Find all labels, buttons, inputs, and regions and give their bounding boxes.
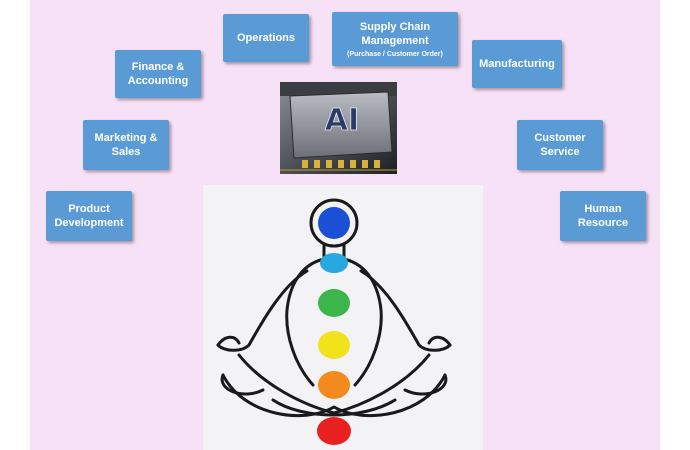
ai-chip-logo-text: AI bbox=[325, 103, 359, 138]
foot-right bbox=[403, 373, 448, 396]
legs-top bbox=[237, 353, 431, 415]
ai-chip-image: AI bbox=[280, 82, 397, 174]
product-development-box: Product Development bbox=[46, 191, 132, 241]
hand-left bbox=[216, 335, 241, 347]
marketing-box: Marketing & Sales bbox=[83, 120, 169, 170]
torso-left bbox=[285, 257, 326, 387]
chakra-circle bbox=[318, 289, 350, 317]
lap-line bbox=[271, 398, 397, 417]
legs-bottom bbox=[221, 373, 447, 418]
chakra-circle bbox=[317, 417, 351, 445]
arm-left bbox=[216, 269, 309, 352]
manufacturing-label: Manufacturing bbox=[479, 58, 555, 70]
supply-chain-sublabel: (Purchase / Customer Order) bbox=[347, 50, 443, 58]
torso-right bbox=[342, 257, 383, 387]
chakra-group bbox=[317, 207, 351, 445]
meditation-figure bbox=[216, 198, 452, 445]
finance-label: Finance & Accounting bbox=[127, 61, 189, 87]
manufacturing-box: Manufacturing bbox=[472, 40, 562, 88]
human-resource-box: Human Resource bbox=[560, 191, 646, 241]
chakra-circle bbox=[318, 207, 350, 239]
head-outline bbox=[309, 198, 359, 248]
finance-box: Finance & Accounting bbox=[115, 50, 201, 98]
customer-service-label: Customer Service bbox=[534, 132, 586, 158]
operations-label: Operations bbox=[236, 32, 296, 44]
meditation-figure-panel bbox=[203, 185, 483, 450]
hand-right bbox=[427, 335, 452, 347]
chakra-circle bbox=[318, 331, 350, 359]
supply-chain-label: Supply Chain Management bbox=[359, 20, 431, 47]
customer-service-box: Customer Service bbox=[517, 120, 603, 170]
marketing-label: Marketing & Sales bbox=[94, 132, 158, 158]
ai-chip-graphic: AI bbox=[280, 82, 397, 174]
foot-left bbox=[220, 373, 265, 396]
human-resource-label: Human Resource bbox=[577, 203, 629, 229]
supply-chain-box: Supply Chain Management (Purchase / Cust… bbox=[332, 12, 458, 66]
operations-box: Operations bbox=[223, 14, 309, 62]
chakra-circle bbox=[320, 253, 348, 273]
chakra-circle bbox=[318, 371, 350, 399]
arm-right bbox=[359, 269, 452, 352]
product-development-label: Product Development bbox=[54, 203, 124, 229]
